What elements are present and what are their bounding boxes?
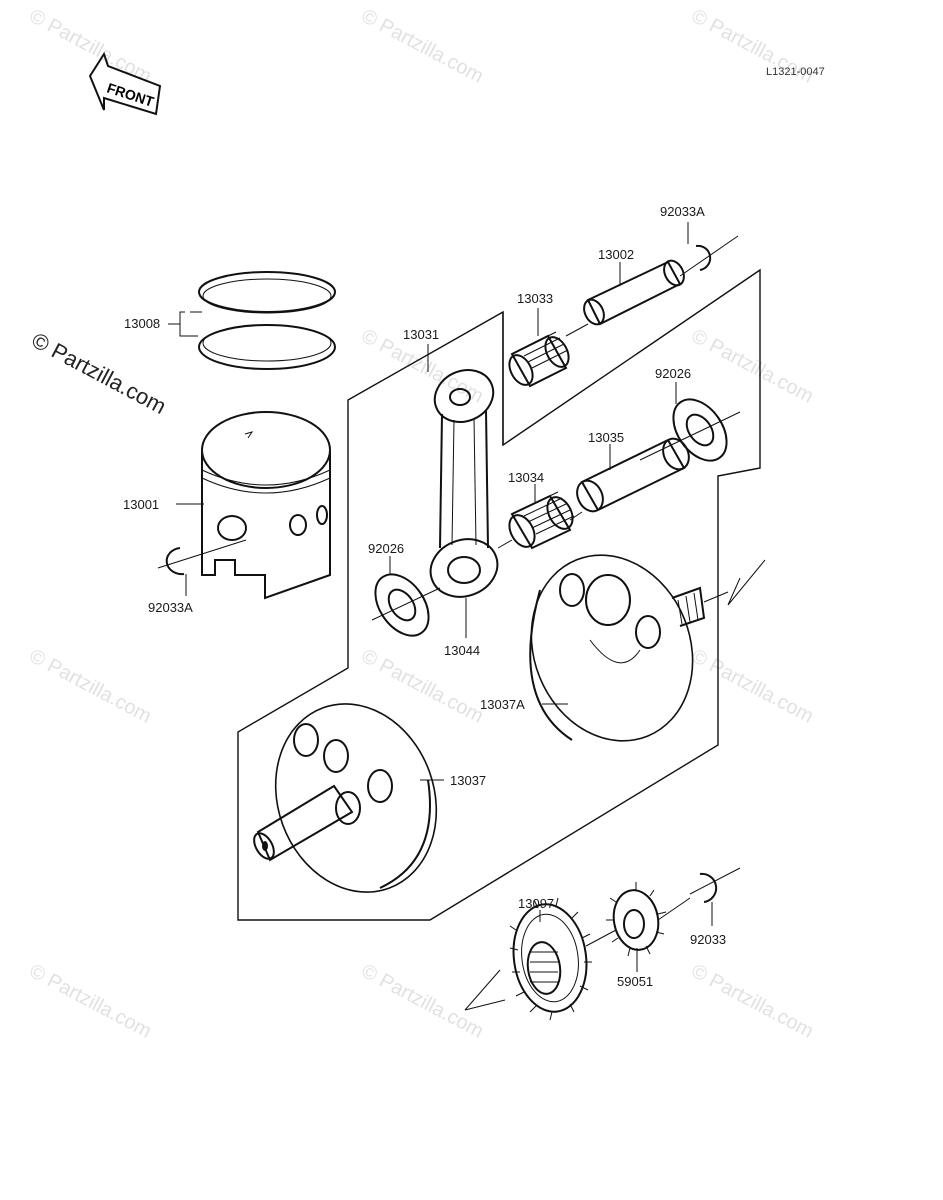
part-label-13035: 13035 [588,430,624,445]
sprocket [606,882,691,957]
part-label-13037A: 13037A [480,697,525,712]
clip-gear-icon [689,867,741,903]
part-label-13033: 13033 [517,291,553,306]
watermark: © Partzilla.com [358,960,487,1043]
part-label-92033A-right: 92033A [660,204,705,219]
part-label-13008: 13008 [124,316,160,331]
part-label-13001: 13001 [123,497,159,512]
needle-bearing-lower [497,491,583,550]
part-label-59051: 59051 [617,974,653,989]
part-label-13037: 13037 [450,773,486,788]
pin-upper [565,259,685,337]
part-label-92033A-left: 92033A [148,600,193,615]
watermark: © Partzilla.com [688,645,817,728]
watermark: © Partzilla.com [26,645,155,728]
watermark: © Partzilla.com [26,960,155,1043]
crank-half-right [529,554,766,742]
watermark: © Partzilla.com [688,960,817,1043]
crank-pin [576,437,690,513]
watermark-side: © Partzilla.com [28,327,171,419]
part-label-92026-right: 92026 [655,366,691,381]
part-label-13097: 13097 [518,896,554,911]
part-label-13031: 13031 [403,327,439,342]
thrust-washer-left [371,573,441,637]
piston-rings [168,271,336,370]
part-label-13034: 13034 [508,470,544,485]
watermark-layer: © Partzilla.com © Partzilla.com © Partzi… [26,5,817,1043]
clip-right-icon [679,235,739,277]
part-label-92033: 92033 [690,932,726,947]
clip-left-icon [157,539,247,576]
diagram-ref-code: L1321-0047 [766,66,825,78]
watermark: © Partzilla.com [688,325,817,408]
primary-gear [464,897,617,1021]
watermark: © Partzilla.com [358,5,487,88]
connecting-rod [429,369,499,598]
thrust-washer-right [639,398,741,462]
part-label-13044: 13044 [444,643,480,658]
piston [201,411,331,600]
part-label-13002: 13002 [598,247,634,262]
crank-half-left [253,703,438,893]
needle-bearing-upper [508,331,570,388]
part-label-92026-left: 92026 [368,541,404,556]
